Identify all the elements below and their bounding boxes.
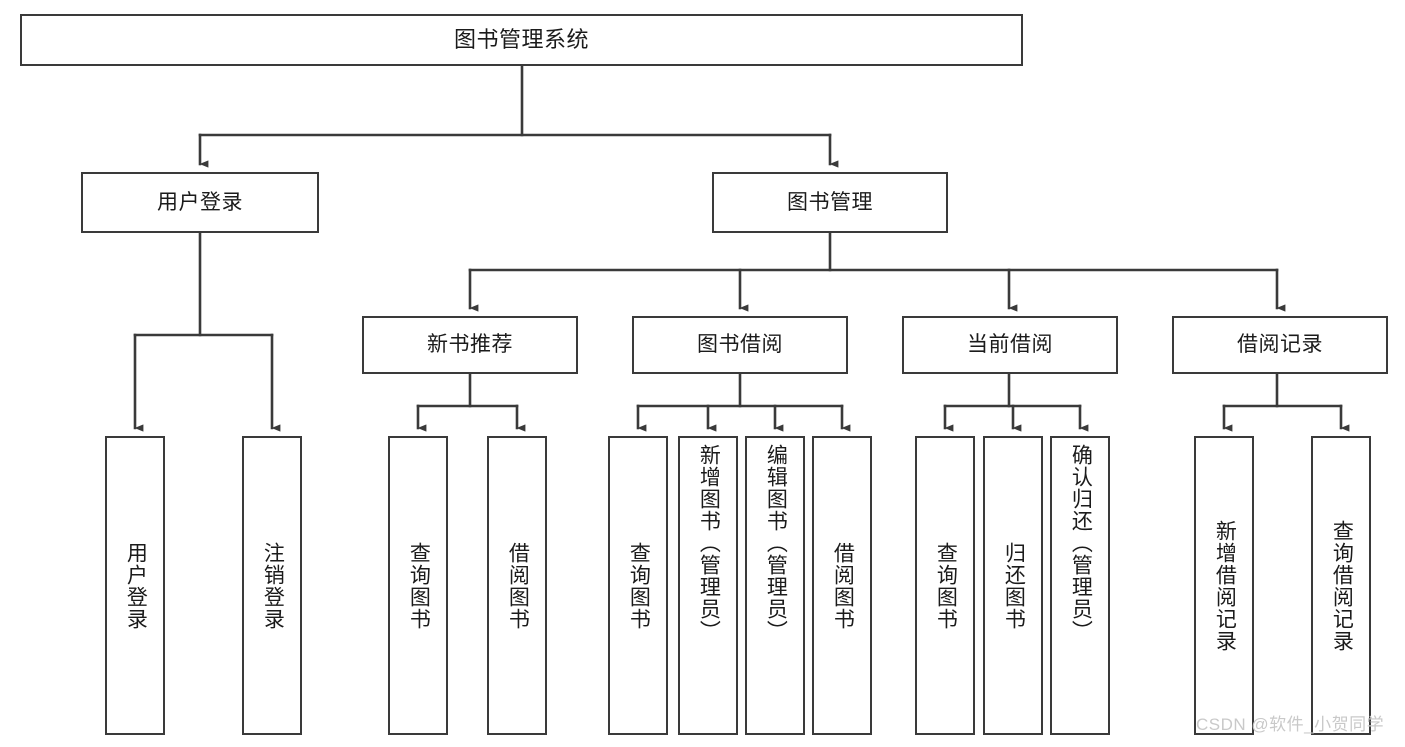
node-leaf-rec-query-book[interactable]: 查询图书	[388, 436, 448, 735]
node-leaf-user-login-label: 用户登录	[124, 541, 148, 630]
node-leaf-bb-query-book[interactable]: 查询图书	[608, 436, 668, 735]
node-leaf-bb-edit-book[interactable]: 编辑图书（管理员）	[745, 436, 805, 735]
node-user-login[interactable]: 用户登录	[81, 172, 319, 233]
node-leaf-user-login[interactable]: 用户登录	[105, 436, 165, 735]
node-current-borrow[interactable]: 当前借阅	[902, 316, 1118, 374]
node-book-manage[interactable]: 图书管理	[712, 172, 948, 233]
node-leaf-user-logout-label: 注销登录	[261, 541, 285, 630]
node-leaf-bb-add-book-label: 新增图书（管理员）	[697, 444, 721, 642]
node-leaf-cb-return-book-label: 归还图书	[1002, 541, 1026, 630]
node-new-book-recommend-label: 新书推荐	[427, 333, 513, 357]
node-leaf-bb-query-book-label: 查询图书	[627, 541, 651, 630]
node-leaf-bb-borrow-book[interactable]: 借阅图书	[812, 436, 872, 735]
node-leaf-cb-query-book-label: 查询图书	[934, 541, 958, 630]
node-leaf-br-add-record[interactable]: 新增借阅记录	[1194, 436, 1254, 735]
node-leaf-rec-query-book-label: 查询图书	[407, 541, 431, 630]
node-borrow-record[interactable]: 借阅记录	[1172, 316, 1388, 374]
node-leaf-br-query-record[interactable]: 查询借阅记录	[1311, 436, 1371, 735]
node-root-label: 图书管理系统	[453, 26, 589, 52]
node-leaf-bb-borrow-book-label: 借阅图书	[831, 541, 855, 630]
node-root[interactable]: 图书管理系统	[20, 14, 1023, 66]
node-leaf-cb-return-book[interactable]: 归还图书	[983, 436, 1043, 735]
node-leaf-user-logout[interactable]: 注销登录	[242, 436, 302, 735]
node-leaf-bb-edit-book-label: 编辑图书（管理员）	[764, 444, 788, 642]
node-book-manage-label: 图书管理	[787, 190, 873, 214]
node-leaf-cb-confirm-return[interactable]: 确认归还（管理员）	[1050, 436, 1110, 735]
node-leaf-br-query-record-label: 查询借阅记录	[1330, 519, 1354, 652]
node-leaf-bb-add-book[interactable]: 新增图书（管理员）	[678, 436, 738, 735]
node-new-book-recommend[interactable]: 新书推荐	[362, 316, 578, 374]
node-leaf-rec-borrow-book[interactable]: 借阅图书	[487, 436, 547, 735]
node-current-borrow-label: 当前借阅	[967, 333, 1053, 357]
node-leaf-br-add-record-label: 新增借阅记录	[1213, 519, 1237, 652]
node-leaf-cb-confirm-return-label: 确认归还（管理员）	[1069, 444, 1093, 642]
node-leaf-cb-query-book[interactable]: 查询图书	[915, 436, 975, 735]
node-user-login-label: 用户登录	[157, 190, 243, 214]
node-leaf-rec-borrow-book-label: 借阅图书	[506, 541, 530, 630]
node-book-borrow-label: 图书借阅	[697, 333, 783, 357]
node-borrow-record-label: 借阅记录	[1237, 333, 1323, 357]
node-book-borrow[interactable]: 图书借阅	[632, 316, 848, 374]
